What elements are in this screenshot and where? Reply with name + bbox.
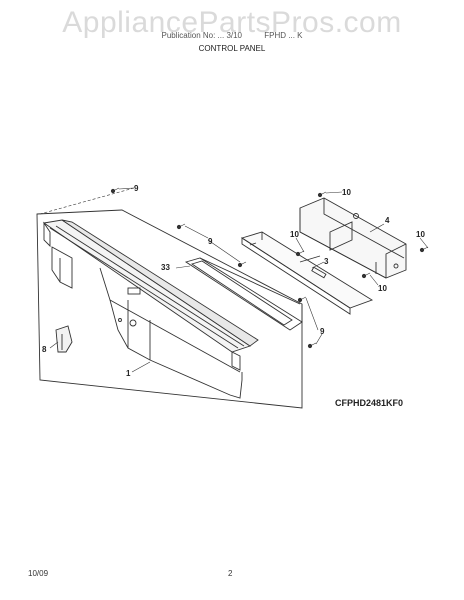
model-number: FPHD ... K xyxy=(264,31,303,40)
publication-header: Publication No: ... 3/10 FPHD ... K xyxy=(0,31,464,40)
clip-part xyxy=(55,325,73,353)
assembly-outline xyxy=(36,209,303,409)
model-code-label: CFPHD2481KF0 xyxy=(335,398,404,408)
callout-9-top: 9 xyxy=(134,184,139,193)
section-title: CONTROL PANEL xyxy=(198,44,266,53)
footer-date: 10/09 xyxy=(28,569,49,578)
callout-10-lower: 10 xyxy=(378,284,387,293)
callout-3: 3 xyxy=(324,257,329,266)
watermark: AppliancePartsPros.com xyxy=(62,6,402,39)
callout-9-middle: 9 xyxy=(208,237,213,246)
callout-9-lower: 9 xyxy=(320,327,325,336)
footer-page-number: 2 xyxy=(228,569,233,578)
publication-number: Publication No: ... 3/10 xyxy=(161,31,243,40)
callout-4: 4 xyxy=(385,216,390,225)
control-panel-front xyxy=(42,219,252,353)
callout-10-right: 10 xyxy=(416,230,425,239)
callout-1: 1 xyxy=(126,369,131,378)
callout-33: 33 xyxy=(161,263,170,272)
callout-8: 8 xyxy=(42,345,47,354)
callout-10-middle: 10 xyxy=(290,230,299,239)
callout-10-top: 10 xyxy=(342,188,351,197)
